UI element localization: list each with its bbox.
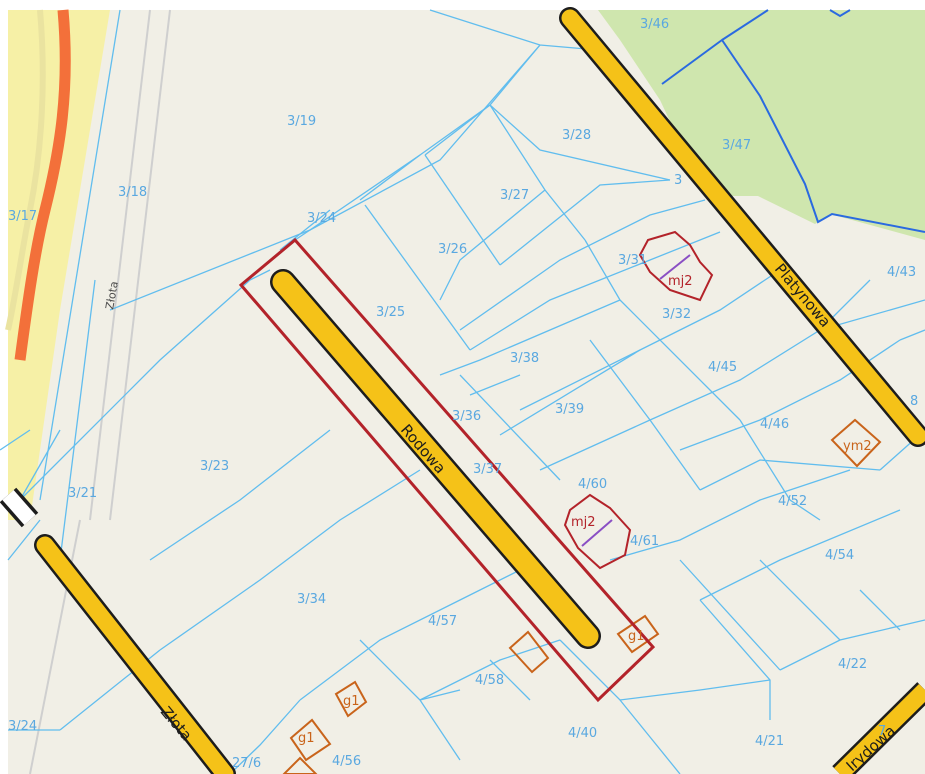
parcel-label: 4/56 — [332, 754, 361, 769]
parcel-label: 4/61 — [630, 534, 659, 549]
building-divider — [581, 519, 613, 547]
building-label: mj2 — [668, 274, 693, 289]
parcel-label: 3/34 — [297, 592, 326, 607]
parcel-label: 3/26 — [438, 242, 467, 257]
parcel-label: 3/32 — [662, 307, 691, 322]
parcel-label: 7 — [878, 724, 886, 739]
parcel-label: 3/28 — [562, 128, 591, 143]
building-mj2-bottom[interactable] — [563, 493, 632, 570]
parcel-label: 3/37 — [473, 462, 502, 477]
building-label: g1 — [298, 731, 315, 746]
building-divider — [659, 254, 691, 280]
parcel-label: 3 — [674, 173, 682, 188]
building-label: mj2 — [571, 515, 596, 530]
parcel-label: 8 — [910, 394, 918, 409]
building-g1-b[interactable] — [334, 680, 368, 718]
parcel-label: 3/25 — [376, 305, 405, 320]
road-zlota-main — [0, 487, 236, 774]
building-label: ym2 — [843, 439, 872, 454]
parcel-label: 3/27 — [500, 188, 529, 203]
zlota-side-road-edge — [89, 9, 151, 521]
parcel-label: 4/21 — [755, 734, 784, 749]
street-label-zlota-side: Złota — [103, 280, 121, 310]
building-small[interactable] — [508, 630, 550, 674]
road-rodowa[interactable] — [270, 269, 601, 649]
parcel-label: 4/45 — [708, 360, 737, 375]
parcel-label: 4/40 — [568, 726, 597, 741]
forest-boundary — [829, 9, 851, 18]
expressway-shoulder — [8, 10, 110, 520]
expressway-lane — [14, 9, 71, 361]
parcel-label: 27/6 — [232, 756, 261, 771]
selection-frame[interactable] — [238, 237, 656, 703]
road-irydowa — [832, 682, 925, 774]
forest-area — [598, 10, 925, 240]
parcel-label: 3/17 — [8, 209, 37, 224]
parcel-label: 4/58 — [475, 673, 504, 688]
building-partial[interactable] — [282, 756, 318, 774]
zlota-side-road-edge — [109, 9, 171, 521]
parcel-label: 4/22 — [838, 657, 867, 672]
parcel-label: 3/38 — [510, 351, 539, 366]
road-platynowa — [559, 7, 925, 447]
building-mj2-top[interactable] — [638, 230, 714, 302]
building-g1-c[interactable] — [289, 718, 332, 762]
parcel-label: 3/39 — [555, 402, 584, 417]
parcel-label: 3/36 — [452, 409, 481, 424]
building-ym2[interactable] — [830, 418, 882, 468]
building-label: g1 — [343, 694, 360, 709]
parcel-label: 3/18 — [118, 185, 147, 200]
parcel-label: 3/23 — [200, 459, 229, 474]
parcel-label: 3/47 — [722, 138, 751, 153]
parcel-label: 3/19 — [287, 114, 316, 129]
parcel-label: 4/57 — [428, 614, 457, 629]
parcel-label: 3/24 — [307, 211, 336, 226]
parcel-label: 3/24 — [8, 719, 37, 734]
forest-boundary — [721, 9, 769, 41]
parcel-label: 3/21 — [68, 486, 97, 501]
expressway-edge — [5, 9, 46, 331]
parcel-label: 4/54 — [825, 548, 854, 563]
parcel-label: 4/46 — [760, 417, 789, 432]
parcel-label: 4/52 — [778, 494, 807, 509]
building-label: g1 — [628, 629, 645, 644]
building-g1-a[interactable] — [616, 614, 660, 654]
parcel-label: 4/60 — [578, 477, 607, 492]
parcel-label: 3/46 — [640, 17, 669, 32]
parcel-label: 3/31 — [618, 253, 647, 268]
parcel-label: 4/43 — [887, 265, 916, 280]
